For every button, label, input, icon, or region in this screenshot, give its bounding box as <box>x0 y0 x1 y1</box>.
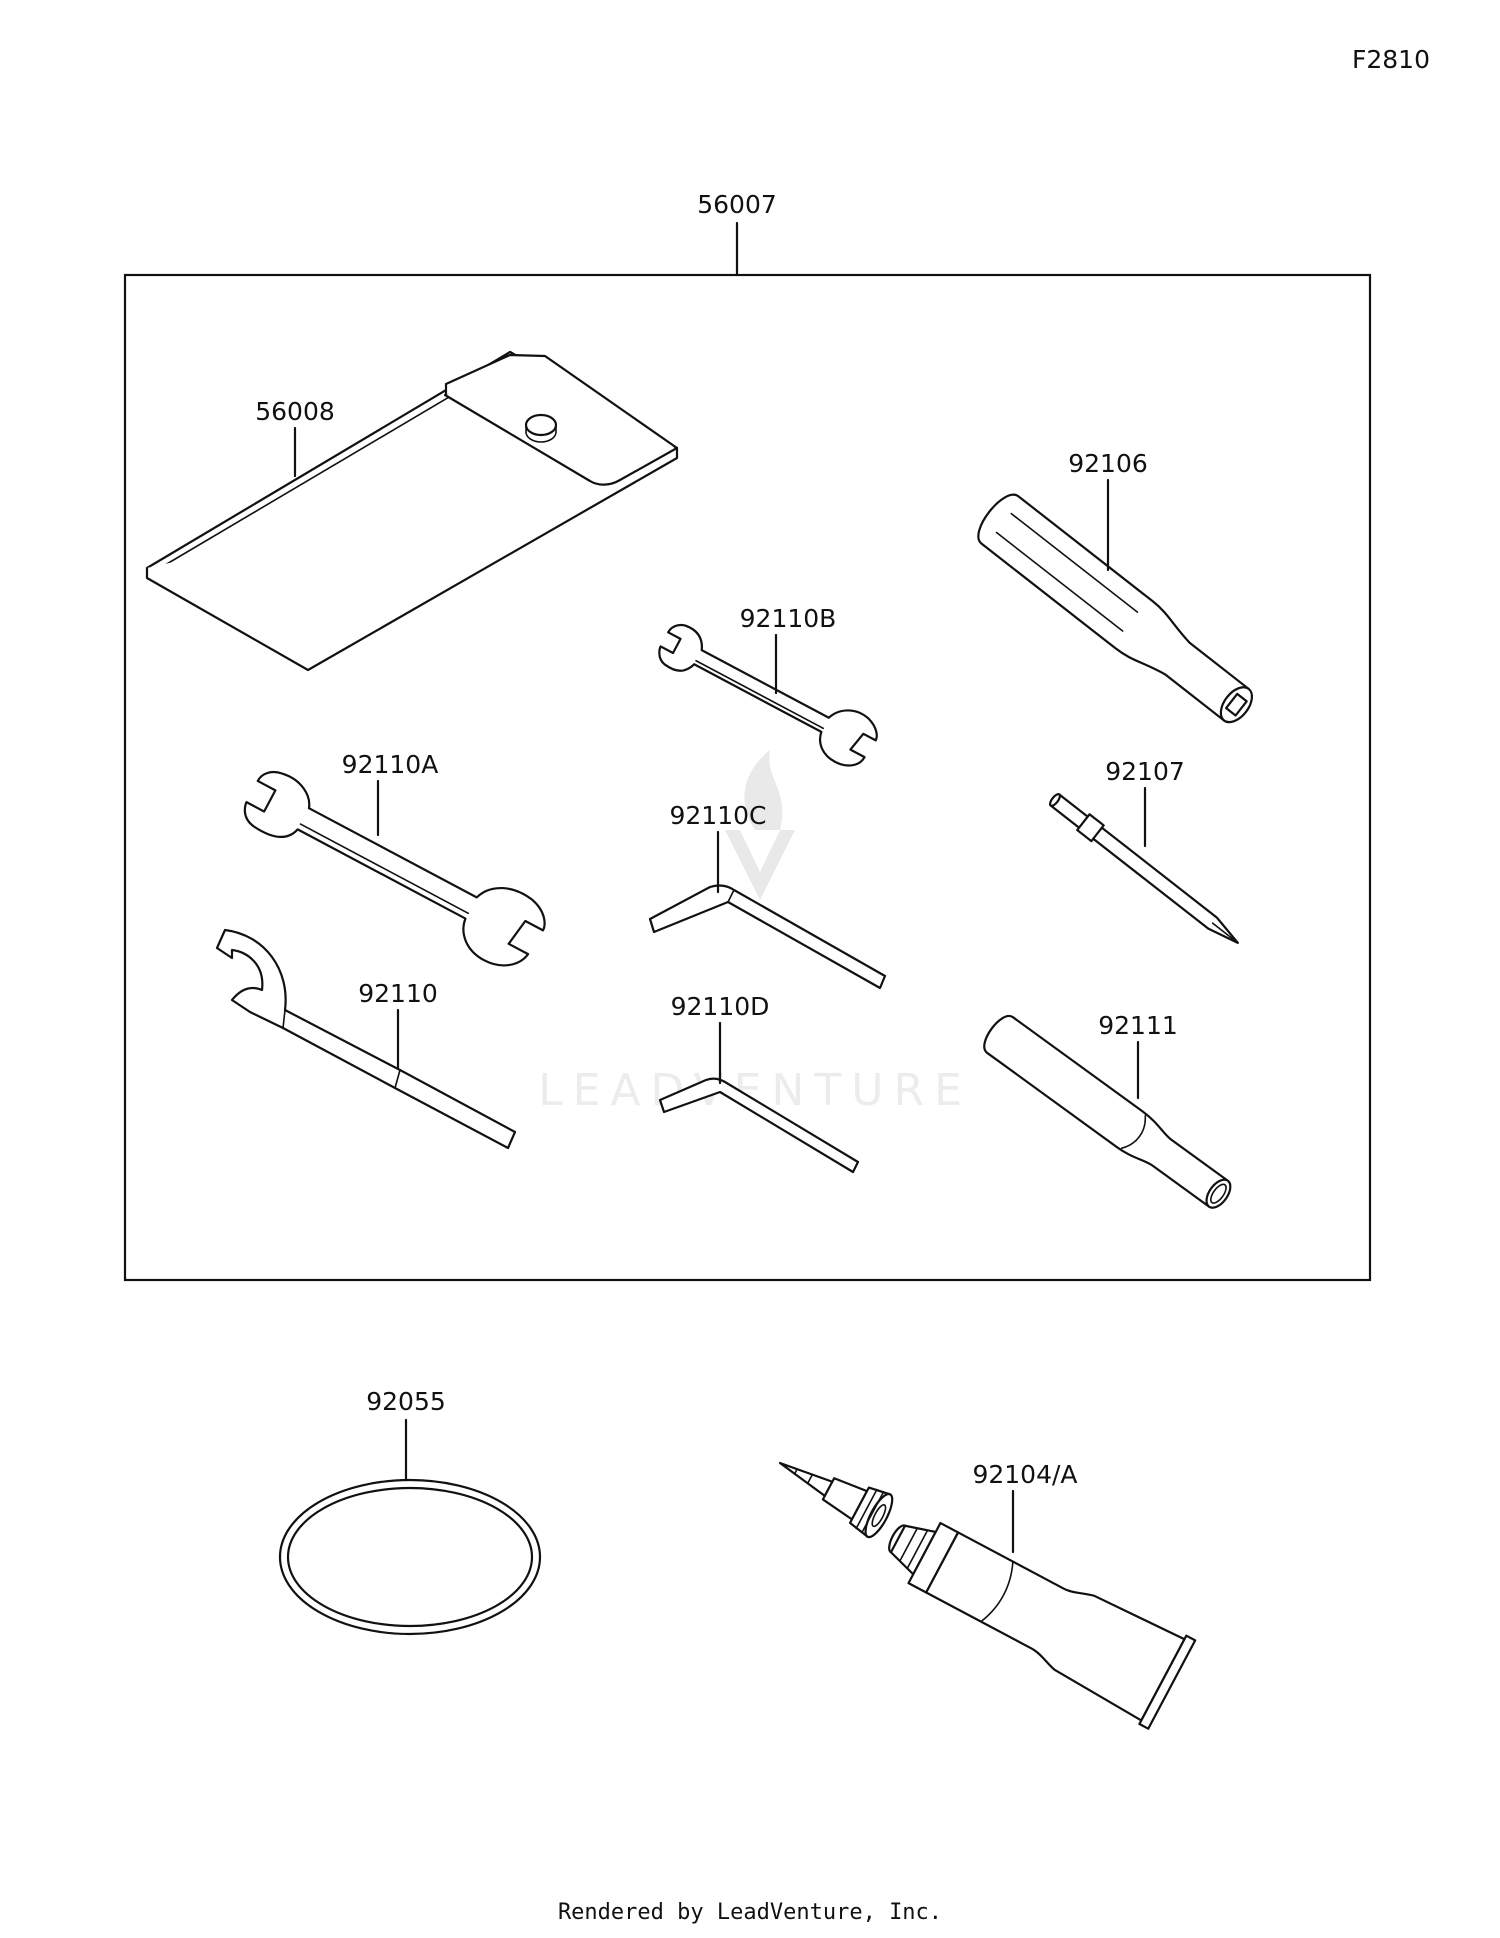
label-92107: 92107 <box>1105 757 1185 786</box>
small-wrench <box>658 623 878 767</box>
o-ring <box>278 1478 542 1636</box>
label-92110B: 92110B <box>740 604 837 633</box>
figure-code: F2810 <box>1352 45 1430 74</box>
extension-pipe <box>983 1014 1232 1209</box>
tool-kit-box <box>123 273 1372 1282</box>
label-92110: 92110 <box>358 979 438 1008</box>
label-56007: 56007 <box>697 190 777 219</box>
label-92055: 92055 <box>366 1387 446 1416</box>
grease-tube <box>778 1461 1197 1730</box>
driver-handle <box>977 493 1254 724</box>
label-56008: 56008 <box>255 397 335 426</box>
large-hex-key <box>648 884 887 990</box>
label-92106: 92106 <box>1068 449 1148 478</box>
label-92110C: 92110C <box>670 801 767 830</box>
callout-56007: 56007 <box>697 190 777 277</box>
label-92110D: 92110D <box>671 992 770 1021</box>
label-92111: 92111 <box>1098 1011 1178 1040</box>
hook-wrench <box>215 928 517 1150</box>
screwdriver-bit <box>1048 793 1239 944</box>
label-92104-A: 92104/A <box>972 1460 1077 1489</box>
label-92110A: 92110A <box>342 750 439 779</box>
large-wrench <box>243 770 546 967</box>
tool-pouch <box>145 350 679 672</box>
footer-credit: Rendered by LeadVenture, Inc. <box>557 1900 943 1925</box>
